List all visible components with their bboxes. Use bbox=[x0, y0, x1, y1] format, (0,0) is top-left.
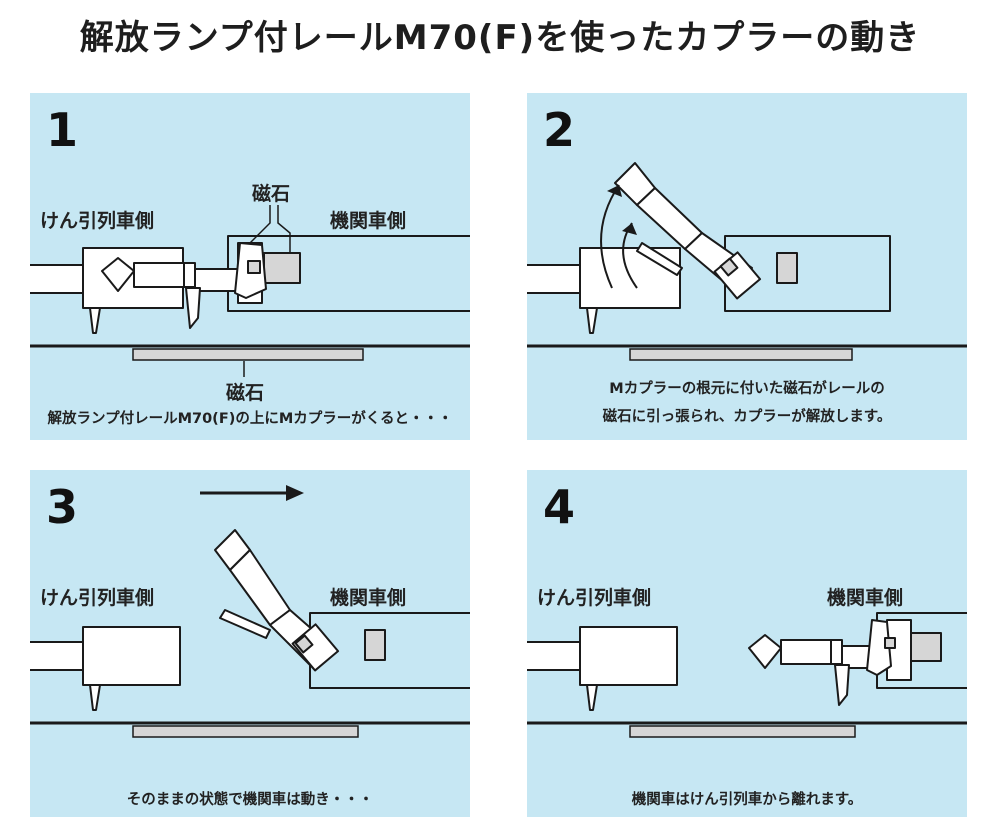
locomotive-side-label: 機関車側 bbox=[330, 210, 407, 232]
locomotive-side-label: 機関車側 bbox=[330, 587, 407, 609]
step-number: 3 bbox=[46, 480, 79, 534]
train-side-label: けん引列車側 bbox=[40, 210, 155, 232]
train-side-label: けん引列車側 bbox=[40, 587, 155, 609]
step-number: 2 bbox=[543, 103, 576, 157]
step-1-caption: 解放ランプ付レールM70(F)の上にMカプラーがくると・・・ bbox=[47, 411, 453, 427]
step-3-caption: そのままの状態で機関車は動き・・・ bbox=[126, 792, 374, 808]
step-2-caption-line-2: 磁石に引っ張られ、カプラーが解放します。 bbox=[602, 409, 892, 425]
rail-magnet-label: 磁石 bbox=[226, 382, 265, 404]
step-4-illustration bbox=[527, 612, 967, 738]
step-number: 4 bbox=[543, 480, 576, 534]
step-2-illustration bbox=[527, 162, 967, 361]
step-3-illustration bbox=[30, 529, 470, 738]
step-3-panel: 3 けん引列車側 機関車側 そのままの状態で機関車は動き・・・ bbox=[30, 470, 470, 817]
direction-arrow-icon bbox=[200, 485, 304, 501]
page-title: 解放ランプ付レールM70(F)を使ったカプラーの動き bbox=[79, 18, 921, 58]
step-2-caption-line-1: Mカプラーの根元に付いた磁石がレールの bbox=[609, 381, 885, 397]
step-number: 1 bbox=[46, 103, 79, 157]
step-2-panel: 2 Mカプラーの根元に付いた磁石がレールの 磁石に引っ張られ、カプラーが解放しま… bbox=[527, 93, 967, 440]
step-4-panel: 4 けん引列車側 機関車側 機関車はけん引列車から離れます。 bbox=[527, 470, 967, 817]
step-4-caption: 機関車はけん引列車から離れます。 bbox=[631, 792, 863, 808]
coupler-magnet-label: 磁石 bbox=[252, 183, 291, 205]
train-side-label: けん引列車側 bbox=[537, 587, 652, 609]
step-1-panel: 1 けん引列車側 機関車側 磁石 磁石 解放ランプ付レールM70 bbox=[30, 93, 470, 440]
step-1-illustration bbox=[30, 205, 470, 377]
locomotive-side-label: 機関車側 bbox=[827, 587, 904, 609]
